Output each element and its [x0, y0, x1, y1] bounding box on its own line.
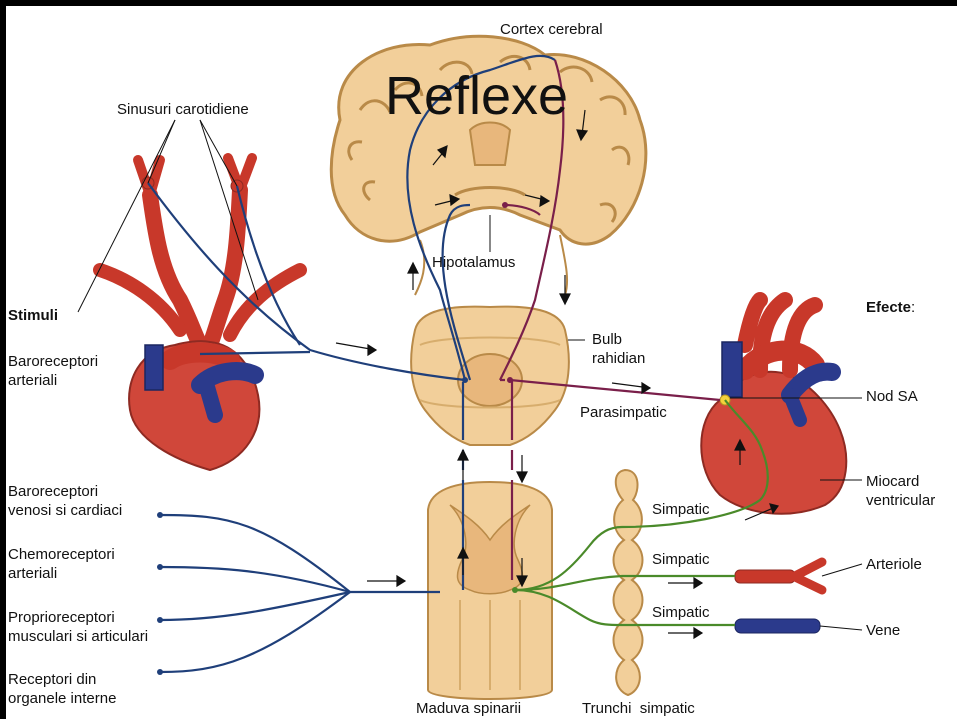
sympathetic-chain: [614, 470, 643, 695]
label-chemo-1: Chemoreceptori: [8, 545, 115, 564]
label-bulb-2: rahidian: [592, 349, 645, 368]
label-receptori-1: Receptori din: [8, 670, 96, 689]
label-bulb-1: Bulb: [592, 330, 622, 349]
label-simpatic-3: Simpatic: [652, 603, 710, 622]
spinal-cord: [428, 482, 552, 699]
sympathetic-markers: [512, 587, 518, 593]
label-cortex: Cortex cerebral: [500, 20, 603, 39]
label-trunchi: Trunchi simpatic: [582, 699, 695, 718]
slide-title: Reflexe: [385, 64, 568, 128]
label-proprio-2: musculari si articulari: [8, 627, 148, 646]
label-miocard-2: ventricular: [866, 491, 935, 510]
label-simpatic-1: Simpatic: [652, 500, 710, 519]
label-baroreceptori-arteriali-1: Baroreceptori: [8, 352, 98, 371]
label-chemo-2: arteriali: [8, 564, 57, 583]
label-baroreceptori-arteriali-2: arteriali: [8, 371, 57, 390]
label-baro-venosi-1: Baroreceptori: [8, 482, 98, 501]
label-sinusuri: Sinusuri carotidiene: [117, 100, 249, 119]
label-vene: Vene: [866, 621, 900, 640]
label-baro-venosi-2: venosi si cardiaci: [8, 501, 122, 520]
label-nod-sa: Nod SA: [866, 387, 918, 406]
label-proprio-1: Proprioreceptori: [8, 608, 115, 627]
right-heart: [701, 300, 846, 514]
label-maduva: Maduva spinarii: [416, 699, 521, 718]
label-stimuli: Stimuli: [8, 306, 58, 325]
vein-vessel: [735, 619, 820, 633]
label-miocard-1: Miocard: [866, 472, 919, 491]
label-arteriole: Arteriole: [866, 555, 922, 574]
left-heart: [100, 158, 300, 470]
label-simpatic-2: Simpatic: [652, 550, 710, 569]
label-efecte: Efecte:: [866, 298, 915, 317]
label-parasimpatic: Parasimpatic: [580, 403, 667, 422]
label-receptori-2: organele interne: [8, 689, 116, 708]
label-hipotalamus: Hipotalamus: [432, 253, 515, 272]
arteriole-vessel: [735, 562, 822, 590]
